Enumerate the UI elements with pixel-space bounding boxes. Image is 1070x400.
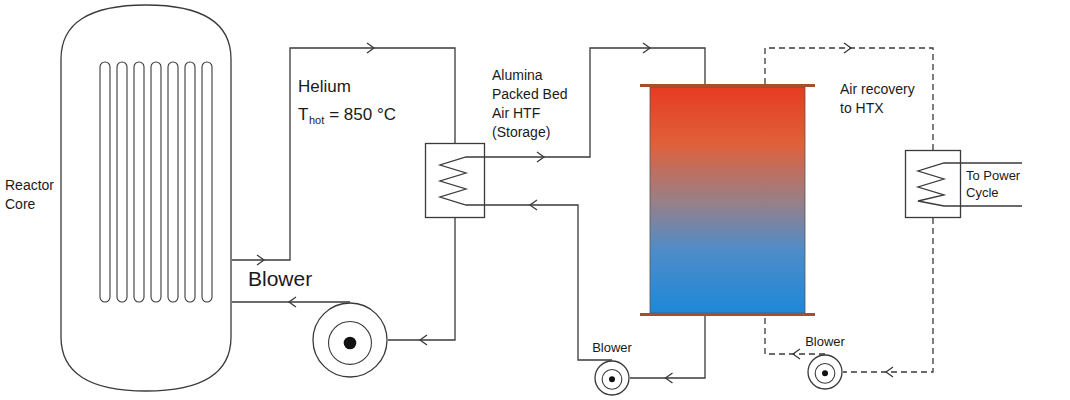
flow-arrow [844, 43, 851, 53]
flow-connector [843, 218, 933, 377]
blower-symbol: Blower [312, 302, 388, 378]
heat-exchanger-box [906, 151, 961, 218]
fuel-channel [185, 62, 195, 302]
blower-hub [822, 370, 828, 376]
helium-pipe [388, 218, 455, 340]
component-label: Alumina Packed Bed Air HTF (Storage) [492, 66, 582, 142]
flow-connector [630, 316, 705, 383]
pipe-line [630, 316, 705, 378]
annotation-text: Air recovery to HTX [840, 80, 924, 118]
blower-symbol-outline [807, 354, 843, 390]
reactor-vessel: Reactor Core [60, 4, 232, 392]
heat-exchanger: To Power Cycle [905, 150, 961, 218]
blower-impeller [329, 322, 372, 365]
flow-arrow [367, 43, 374, 53]
packed-bed-storage: Alumina Packed Bed Air HTF (Storage) [640, 84, 815, 316]
reactor-vessel-outline [60, 4, 232, 392]
blower-impeller [815, 364, 835, 384]
blower-symbol: Blower [594, 360, 630, 396]
blower-housing [595, 361, 629, 395]
component-label: Blower [248, 266, 312, 292]
pipe-line [232, 301, 350, 302]
flow-arrow [289, 297, 296, 307]
blower-impeller [602, 370, 622, 390]
annotation-text: = 850 °C [329, 104, 396, 125]
vessel-wall [61, 5, 231, 391]
annotation-text: Helium [298, 76, 351, 97]
air-pipe [485, 205, 612, 360]
heat-exchanger-coil [440, 157, 485, 205]
component-label: Reactor Core [5, 176, 59, 214]
fuel-channel [202, 62, 212, 302]
heat-exchanger-outline [905, 150, 961, 218]
helium-pipe [232, 48, 455, 260]
heat-exchanger [426, 144, 485, 218]
pipe-line [843, 218, 933, 372]
component-label: To Power Cycle [966, 167, 1038, 201]
blower-housing [808, 355, 842, 389]
component-label: Blower [592, 340, 632, 356]
subscript-text: hot [309, 114, 324, 127]
flow-arrow [537, 152, 544, 162]
fuel-channel [134, 62, 144, 302]
flow-arrow [420, 335, 427, 345]
fuel-channel [151, 62, 161, 302]
bed-plate [640, 84, 815, 87]
flow-arrow [257, 255, 264, 265]
flow-arrow [643, 43, 650, 53]
fuel-channel [117, 62, 127, 302]
bed-plate [640, 313, 815, 316]
flow-arrow [793, 349, 800, 359]
flow-connector [232, 297, 350, 307]
flow-arrow [530, 200, 537, 210]
fuel-channel [100, 62, 110, 302]
blower-housing [313, 303, 387, 377]
blower-symbol-outline [312, 302, 388, 378]
blower-symbol: Blower [807, 354, 843, 390]
component-label: Blower [805, 334, 845, 350]
annotation-text: T [298, 104, 308, 125]
fuel-channel [168, 62, 178, 302]
flow-arrow [886, 367, 893, 377]
blower-hub [609, 376, 615, 382]
storage-bed [650, 87, 805, 313]
flow-arrow [666, 373, 673, 383]
blower-hub [344, 337, 357, 350]
packed-bed-storage-outline [640, 84, 815, 316]
blower-symbol-outline [594, 360, 630, 396]
